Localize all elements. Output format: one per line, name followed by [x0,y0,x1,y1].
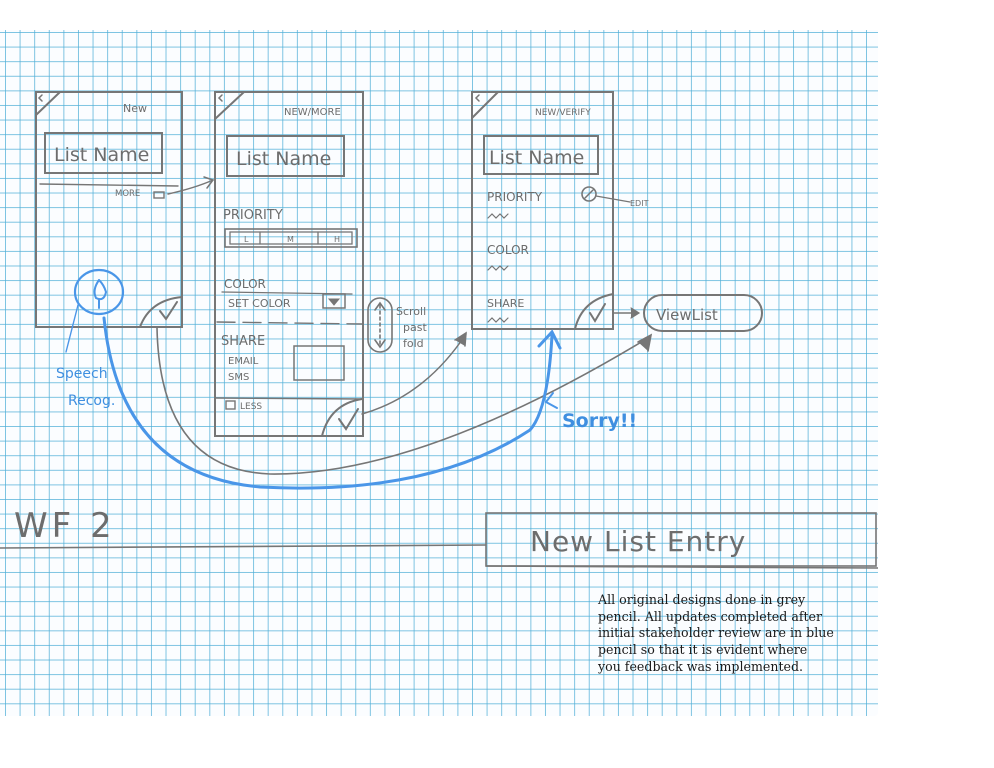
list-name-value: List Name [489,147,584,169]
graph-paper-sheet [0,30,878,716]
priority-low: L [244,235,249,244]
confirm-corner [139,296,183,328]
sorry-annotation: Sorry!! [562,410,637,432]
scroll-label: fold [403,337,424,350]
checkmark-icon [589,303,606,323]
share-input [293,345,345,381]
scroll-label: Scroll [396,305,426,318]
more-label: MORE [115,189,140,199]
screen-new-frame [35,91,183,328]
screen-new-verify-frame [471,91,614,330]
back-chevron-icon [217,94,223,102]
screen-new-back-fold [35,91,61,116]
less-label: LESS [240,402,262,412]
title-box [485,512,877,567]
edit-label: EDIT [630,199,649,208]
view-list-label: ViewList [656,306,718,324]
email-label: EMAIL [228,356,259,367]
confirm-corner [321,398,363,437]
checkmark-icon [338,408,359,431]
screen-new-more-corner-label: NEW/MORE [284,107,341,118]
more-toggle-icon [153,191,165,199]
screen-new-more-frame [214,91,364,437]
priority-segmented-control [224,228,358,248]
priority-high: H [334,235,340,244]
scroll-past-fold-indicator [367,297,393,353]
color-label: COLOR [224,277,266,291]
screen-new-verify-corner-label: NEW/VERIFY [535,108,591,118]
back-chevron-icon [474,94,480,102]
diagram-title: New List Entry [530,525,746,558]
speech-recognition-annotation: Speech [56,366,108,382]
share-label: SHARE [487,297,524,310]
set-color-label: SET COLOR [228,297,291,310]
sms-label: SMS [228,372,249,383]
color-label: COLOR [487,243,529,257]
speech-recognition-button [73,268,125,316]
list-name-placeholder: List Name [236,148,331,170]
arrow-up-icon [374,301,386,311]
screen-new-corner-label: New [123,102,147,115]
share-label: SHARE [221,334,265,349]
list-name-input [226,135,345,177]
priority-label: PRIORITY [223,208,283,223]
microphone-icon [93,279,108,301]
screen-new-more [214,91,364,437]
screen-new [35,91,215,328]
back-chevron-icon [37,94,43,102]
arrow-down-icon [374,339,386,349]
list-name-placeholder: List Name [54,144,149,166]
chevron-down-icon [327,298,341,306]
edit-icon [581,186,597,202]
wireframe-number: WF 2 [14,506,116,546]
screen-new-verify [471,91,763,332]
speech-recognition-annotation: Recog. [68,393,115,409]
scroll-label: past [403,321,427,334]
confirm-corner [574,293,614,330]
list-name-input [44,132,163,174]
checkmark-icon [159,301,178,321]
view-list-button [643,294,763,332]
list-name-field [483,135,599,175]
color-dropdown [322,293,346,309]
legend-note: All original designs done in grey pencil… [598,592,834,674]
priority-label: PRIORITY [487,190,543,204]
priority-medium: M [287,235,294,244]
less-toggle-icon [225,400,236,410]
